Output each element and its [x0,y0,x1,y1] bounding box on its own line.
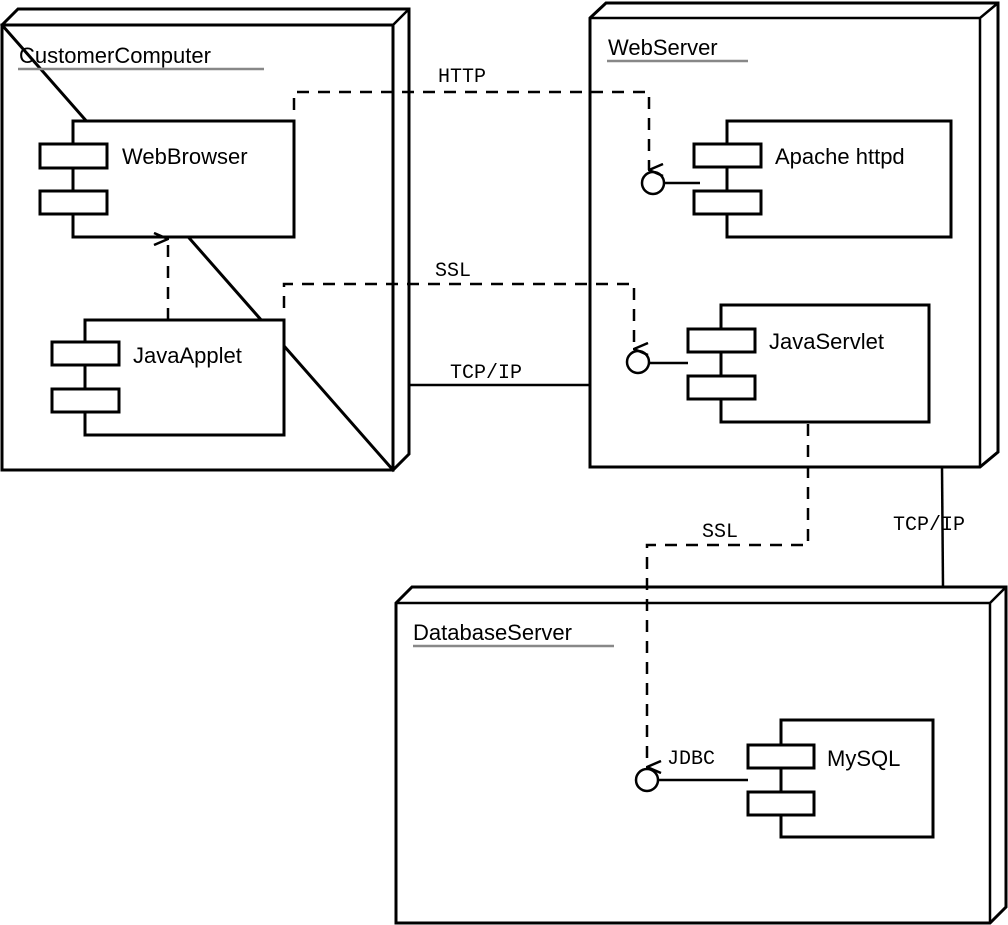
component-tab-icon [686,374,757,401]
component-tab-icon [50,387,121,414]
component-tab-icon [50,340,121,367]
component-name: MySQL [827,746,900,771]
connector-ssl-applet[interactable]: SSL [282,260,634,349]
component-tab-icon [692,189,763,216]
connector-tcp-web-db[interactable]: TCP/IP [893,466,965,588]
component-name: WebBrowser [122,144,248,169]
component-webbrowser[interactable]: WebBrowser [38,119,296,239]
component-tab-icon [38,189,109,216]
component-apache-httpd[interactable]: Apache httpd [640,119,953,239]
component-tab-icon [746,743,816,770]
connector-label: SSL [702,521,738,544]
component-name: JavaApplet [133,343,242,368]
interface-label-jdbc: JDBC [667,748,715,771]
component-javaservlet[interactable]: JavaServlet [625,303,931,424]
component-name: Apache httpd [775,144,905,169]
component-tab-icon [686,327,757,354]
connector-tcp-customer-web[interactable]: TCP/IP [409,362,590,387]
node-database-server[interactable]: DatabaseServer [394,585,1008,925]
component-tab-icon [38,142,109,170]
component-tab-icon [692,142,763,169]
connector-label: HTTP [438,66,486,89]
connector-label: TCP/IP [893,514,965,537]
node-name: WebServer [608,35,718,60]
connector-label: TCP/IP [450,362,522,385]
node-name: DatabaseServer [413,620,572,645]
connector-ssl-servlet-db[interactable]: SSL [645,424,810,767]
component-tab-icon [746,790,816,817]
component-mysql[interactable]: MySQL JDBC [634,718,935,839]
connector-label: SSL [435,260,471,283]
node-name: CustomerComputer [19,43,211,68]
component-javaapplet[interactable]: JavaApplet [50,318,286,437]
component-name: JavaServlet [769,329,884,354]
connector-http[interactable]: HTTP [292,66,649,170]
